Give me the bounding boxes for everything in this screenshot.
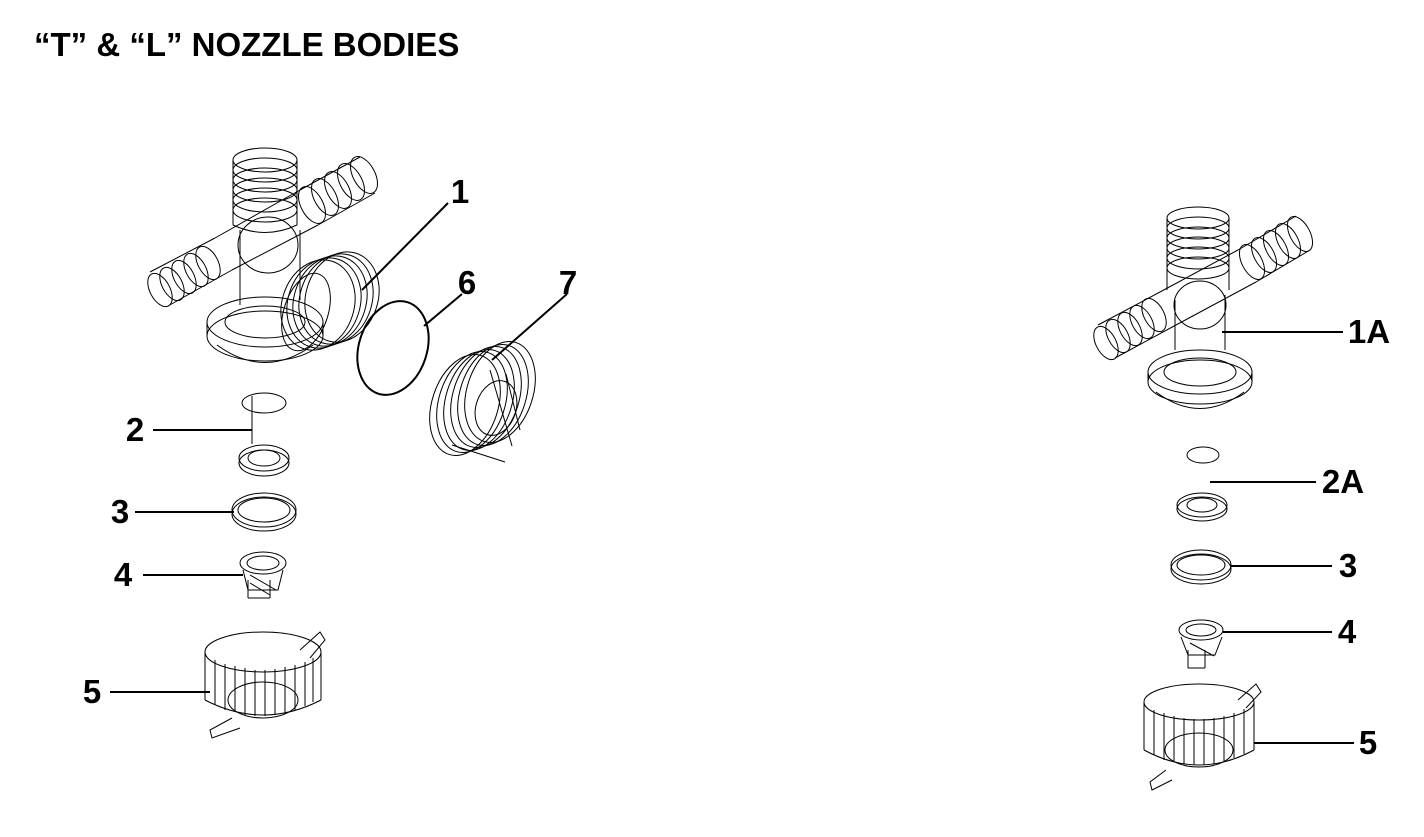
- right-callout-5: 5: [1359, 724, 1377, 761]
- callout-3: 3: [111, 493, 129, 530]
- callout-4: 4: [114, 556, 133, 593]
- part-2-disc-and-washer: [238, 392, 290, 477]
- right-callout-3: 3: [1339, 547, 1357, 584]
- part-7-cap: [429, 341, 536, 463]
- right-part-5-retainer: [1143, 683, 1262, 791]
- part-2a-disc-and-washer: [1176, 446, 1228, 522]
- callout-1a: 1A: [1348, 313, 1390, 350]
- callout-6: 6: [458, 264, 476, 301]
- callout-1: 1: [451, 173, 469, 210]
- right-callouts: 1A 2A 3 4 5: [1322, 313, 1390, 761]
- right-part-4-insert: [1178, 619, 1224, 669]
- part-3-gasket: [231, 492, 297, 532]
- l-nozzle-body: [1093, 206, 1314, 409]
- t-nozzle-body: [147, 147, 380, 363]
- part-4-insert: [239, 551, 287, 599]
- callout-5: 5: [83, 673, 101, 710]
- right-leader-lines: [1210, 331, 1354, 744]
- part-5-retainer: [204, 631, 326, 739]
- right-callout-4: 4: [1338, 613, 1357, 650]
- right-part-3-gasket: [1170, 549, 1232, 585]
- callout-2a: 2A: [1322, 463, 1364, 500]
- left-leader-lines: [110, 202, 568, 693]
- page-title: “T” & “L” NOZZLE BODIES: [34, 26, 460, 63]
- part-6-o-ring: [356, 300, 430, 396]
- callout-2: 2: [126, 411, 144, 448]
- left-callouts: 1 6 7 2 3 4 5: [83, 173, 577, 710]
- callout-7: 7: [559, 264, 577, 301]
